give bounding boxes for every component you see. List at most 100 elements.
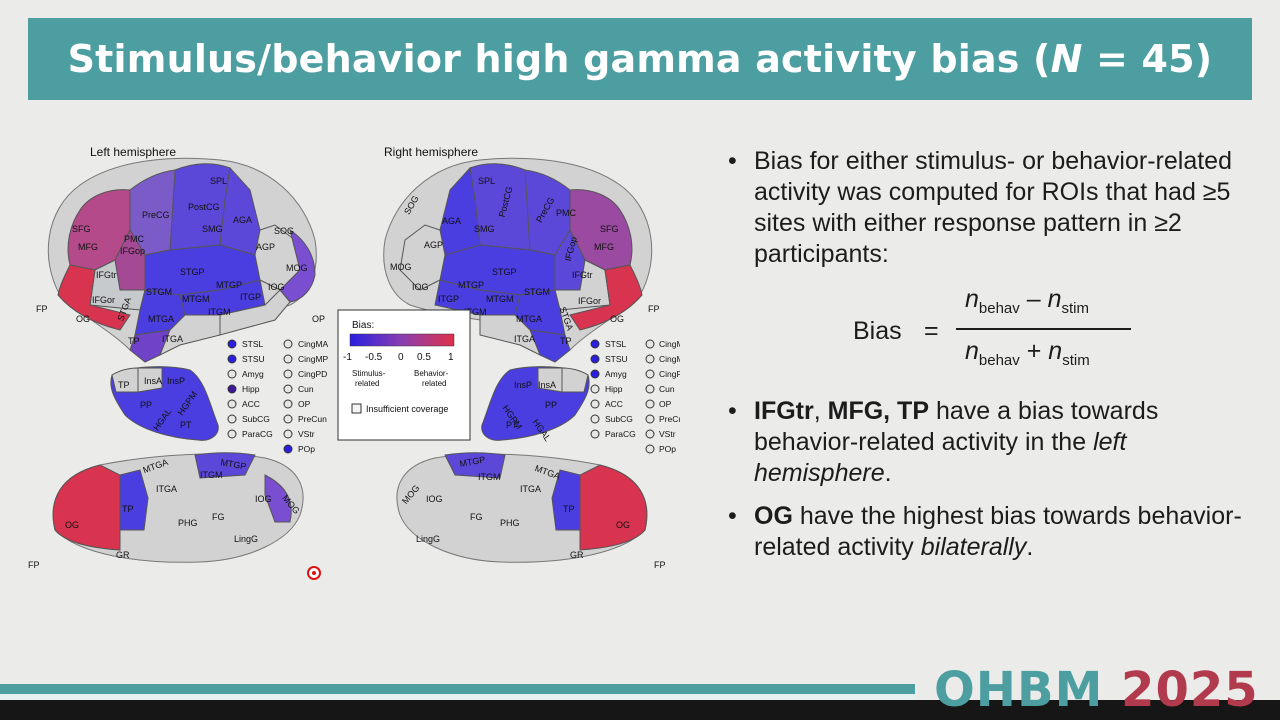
svg-text:ITGM: ITGM [478, 472, 501, 482]
svg-text:InsA: InsA [144, 376, 162, 386]
svg-text:PreCG: PreCG [142, 210, 170, 220]
svg-text:ACC: ACC [242, 399, 260, 409]
bias-formula: Bias = nbehav – nstim nbehav + nstim [728, 284, 1248, 380]
svg-text:STGM: STGM [146, 287, 172, 297]
bullet-bias-definition: • Bias for either stimulus- or behavior-… [728, 147, 1232, 268]
svg-text:MTGP: MTGP [216, 280, 242, 290]
svg-text:0.5: 0.5 [417, 352, 431, 363]
left-lateral-brain [47, 157, 317, 363]
svg-text:AGA: AGA [233, 215, 252, 225]
svg-text:ITGA: ITGA [520, 484, 541, 494]
svg-text:SPL: SPL [210, 176, 227, 186]
brain-bias-figure: Left hemisphere Right hemisphere SPL Pos… [20, 130, 690, 590]
left-lateral-labels: SPL PostCG PreCG PMC SFG MFG IFGop IFGtr… [36, 176, 325, 346]
svg-text:SOG: SOG [274, 226, 294, 236]
svg-text:FG: FG [470, 512, 483, 522]
svg-text:MTGP: MTGP [220, 457, 247, 471]
svg-text:InsP: InsP [167, 376, 185, 386]
svg-text:IFGor: IFGor [92, 295, 115, 305]
left-ventral-labels: MTGA ITGM MTGP ITGA IOG MOG TP OG PHG FG… [28, 457, 302, 570]
svg-text:-1: -1 [343, 352, 352, 363]
svg-text:ITGM: ITGM [464, 307, 487, 317]
svg-text:IFGor: IFGor [578, 296, 601, 306]
svg-text:InsP: InsP [514, 380, 532, 390]
svg-text:STSL: STSL [242, 339, 264, 349]
svg-text:ITGM: ITGM [208, 307, 231, 317]
svg-text:FP: FP [648, 304, 660, 314]
svg-text:LingG: LingG [234, 534, 258, 544]
svg-text:MTGA: MTGA [148, 314, 174, 324]
svg-text:GR: GR [116, 550, 130, 560]
svg-text:ParaCG: ParaCG [242, 429, 273, 439]
svg-text:PT: PT [180, 420, 192, 430]
svg-text:PT: PT [506, 420, 518, 430]
svg-text:TP: TP [128, 336, 140, 346]
bullet-list: • Bias for either stimulus- or behavior-… [728, 146, 1248, 563]
svg-text:PMC: PMC [124, 234, 145, 244]
svg-text:POp: POp [659, 444, 676, 454]
svg-text:PreCun: PreCun [659, 414, 680, 424]
svg-text:MTGP: MTGP [459, 454, 486, 468]
svg-text:PP: PP [545, 400, 557, 410]
svg-text:CingMP: CingMP [298, 354, 329, 364]
svg-text:Amyg: Amyg [242, 369, 264, 379]
svg-text:IOG: IOG [268, 282, 285, 292]
svg-text:TP: TP [560, 336, 572, 346]
svg-text:CingMA: CingMA [298, 339, 329, 349]
svg-text:ITGA: ITGA [514, 334, 535, 344]
svg-text:SubCG: SubCG [242, 414, 270, 424]
svg-text:related: related [355, 379, 379, 388]
right-hemisphere-label: Right hemisphere [384, 145, 478, 159]
ohbm-logo: OHBM 2025 [934, 662, 1259, 718]
svg-text:OP: OP [659, 399, 672, 409]
svg-text:MTGM: MTGM [486, 294, 514, 304]
svg-text:MOG: MOG [286, 263, 308, 273]
svg-text:AGP: AGP [256, 242, 275, 252]
svg-text:FP: FP [36, 304, 48, 314]
right-insula [481, 366, 590, 441]
svg-text:STGP: STGP [492, 267, 517, 277]
svg-text:-0.5: -0.5 [365, 352, 383, 363]
right-ventral-brain [396, 452, 648, 563]
svg-text:CingMA: CingMA [659, 339, 680, 349]
bias-legend: Bias: -1 -0.5 0 0.5 1 Stimulus- related … [337, 309, 471, 441]
svg-text:Hipp: Hipp [242, 384, 260, 394]
svg-text:Bias:: Bias: [352, 320, 374, 331]
svg-text:ITGP: ITGP [240, 292, 261, 302]
svg-text:CingMP: CingMP [659, 354, 680, 364]
svg-text:FG: FG [212, 512, 225, 522]
left-insula [110, 366, 219, 441]
svg-text:IOG: IOG [255, 494, 272, 504]
svg-text:Behavior-: Behavior- [414, 369, 449, 378]
svg-text:TP: TP [118, 380, 130, 390]
svg-text:LingG: LingG [416, 534, 440, 544]
svg-text:ITGM: ITGM [200, 470, 223, 480]
svg-text:FP: FP [654, 560, 666, 570]
svg-text:CingPD: CingPD [659, 369, 680, 379]
svg-text:STGM: STGM [524, 287, 550, 297]
svg-text:AGA: AGA [442, 216, 461, 226]
svg-text:PP: PP [140, 400, 152, 410]
svg-text:MFG: MFG [594, 242, 614, 252]
svg-text:Hipp: Hipp [605, 384, 623, 394]
svg-text:SMG: SMG [474, 224, 495, 234]
svg-text:PHG: PHG [178, 518, 198, 528]
svg-text:SMG: SMG [202, 224, 223, 234]
svg-text:1: 1 [448, 352, 454, 363]
svg-text:ITGP: ITGP [438, 294, 459, 304]
svg-text:ITGA: ITGA [156, 484, 177, 494]
svg-text:SFG: SFG [600, 224, 619, 234]
svg-text:TP: TP [122, 504, 134, 514]
left-ventral-brain [52, 452, 304, 563]
svg-text:PreCun: PreCun [298, 414, 327, 424]
svg-text:STSL: STSL [605, 339, 627, 349]
svg-text:IFGtr: IFGtr [96, 270, 117, 280]
bullet-left-bias: • IFGtr, MFG, TP have a bias towards beh… [728, 397, 1159, 487]
svg-text:OG: OG [76, 314, 90, 324]
svg-text:OG: OG [610, 314, 624, 324]
svg-text:ParaCG: ParaCG [605, 429, 636, 439]
svg-text:IFGop: IFGop [120, 246, 145, 256]
svg-text:SubCG: SubCG [605, 414, 633, 424]
svg-text:IFGtr: IFGtr [572, 270, 593, 280]
slide-title: Stimulus/behavior high gamma activity bi… [67, 37, 1213, 81]
